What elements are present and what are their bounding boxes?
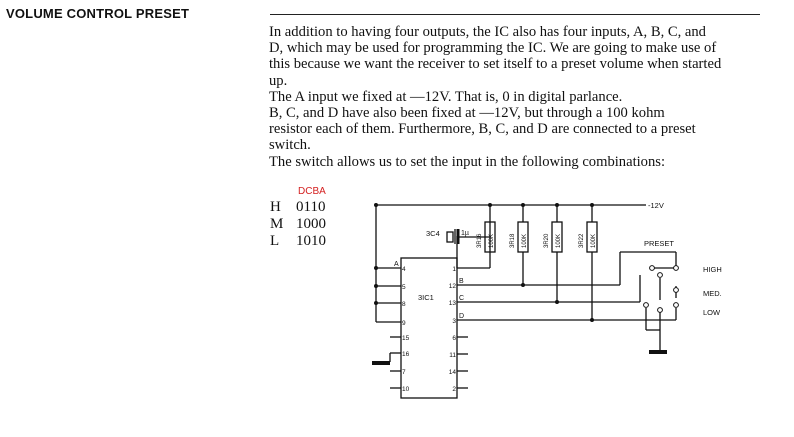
combination-key: M xyxy=(270,216,284,232)
ic-pin-right: 11 xyxy=(449,352,456,359)
paragraph-line: this because we want the receiver to set… xyxy=(269,56,722,73)
resistor-ref: 3R16 xyxy=(477,233,483,248)
resistor-value: 100K xyxy=(556,234,562,248)
input-label-a: A xyxy=(394,261,399,268)
combination-table: H 0110 M 1000 L 1010 xyxy=(270,199,326,250)
paragraph-line: In addition to having four outputs, the … xyxy=(269,24,706,40)
switch-label: PRESET xyxy=(644,239,674,248)
input-label-b: B xyxy=(459,278,464,285)
ic-pin-left: 15 xyxy=(402,335,410,342)
combination-value: 0110 xyxy=(296,199,326,215)
ic-pin-left: 8 xyxy=(402,301,406,308)
ic-pin-right: 1 xyxy=(452,266,456,273)
section-heading: VOLUME CONTROL PRESET xyxy=(6,6,190,21)
resistor-value: 100K xyxy=(591,234,597,248)
paragraph-line: resistor each of them. Furthermore, B, C… xyxy=(269,121,696,138)
ic-pin-left: 9 xyxy=(402,320,406,327)
ic-pin-left: 10 xyxy=(402,386,410,393)
capacitor-label: 3C4 xyxy=(426,229,440,238)
ic-body xyxy=(400,257,458,399)
paragraph-line: B, C, and D have also been fixed at —12V… xyxy=(269,105,665,122)
combination-header: DCBA xyxy=(298,186,326,197)
input-label-d: D xyxy=(459,313,464,320)
combination-key: L xyxy=(270,233,280,249)
resistor-value: 100K xyxy=(489,234,495,248)
ic-pin-left: 16 xyxy=(402,351,410,358)
switch-position-med: MED. xyxy=(703,289,722,298)
input-label-c: C xyxy=(459,295,464,302)
combination-row-med: M 1000 xyxy=(270,216,326,233)
paragraph-line: switch. xyxy=(269,137,311,154)
ic-pin-left: 5 xyxy=(402,284,406,291)
combination-row-low: L 1010 xyxy=(270,233,326,250)
switch-position-low: LOW xyxy=(703,308,721,317)
heading-rule xyxy=(270,14,760,15)
resistor-value: 100K xyxy=(522,234,528,248)
switch-position-high: HIGH xyxy=(703,265,722,274)
ic-pin-right: 14 xyxy=(449,369,457,376)
ic-label: 3IC1 xyxy=(418,293,434,302)
ic-pin-right: 3 xyxy=(452,318,456,325)
combination-value: 1000 xyxy=(296,216,326,232)
body-text: In addition to having four outputs, the … xyxy=(269,24,769,170)
paragraph-line: The A input we fixed at —12V. That is, 0… xyxy=(269,88,623,105)
paragraph-line: up. xyxy=(269,72,288,89)
ic-pin-right: 6 xyxy=(452,335,456,342)
ic-pin-right: 13 xyxy=(449,300,457,307)
capacitor-value: 1µ xyxy=(461,230,469,237)
resistor-ref: 3R20 xyxy=(544,233,550,248)
resistor-ref: 3R22 xyxy=(579,233,585,248)
combination-key: H xyxy=(270,199,281,215)
combination-row-high: H 0110 xyxy=(270,199,326,216)
supply-label: -12V xyxy=(648,201,664,210)
ic-pin-right: 12 xyxy=(449,283,457,290)
combination-value: 1010 xyxy=(296,233,326,249)
ic-pin-left: 7 xyxy=(402,369,406,376)
paragraph-line: The switch allows us to set the input in… xyxy=(269,153,666,170)
ic-pin-right: 2 xyxy=(452,386,456,393)
paragraph-line: D, which may be used for programming the… xyxy=(269,40,717,57)
resistor-ref: 3R18 xyxy=(510,233,516,248)
ic-pin-left: 4 xyxy=(402,266,406,273)
